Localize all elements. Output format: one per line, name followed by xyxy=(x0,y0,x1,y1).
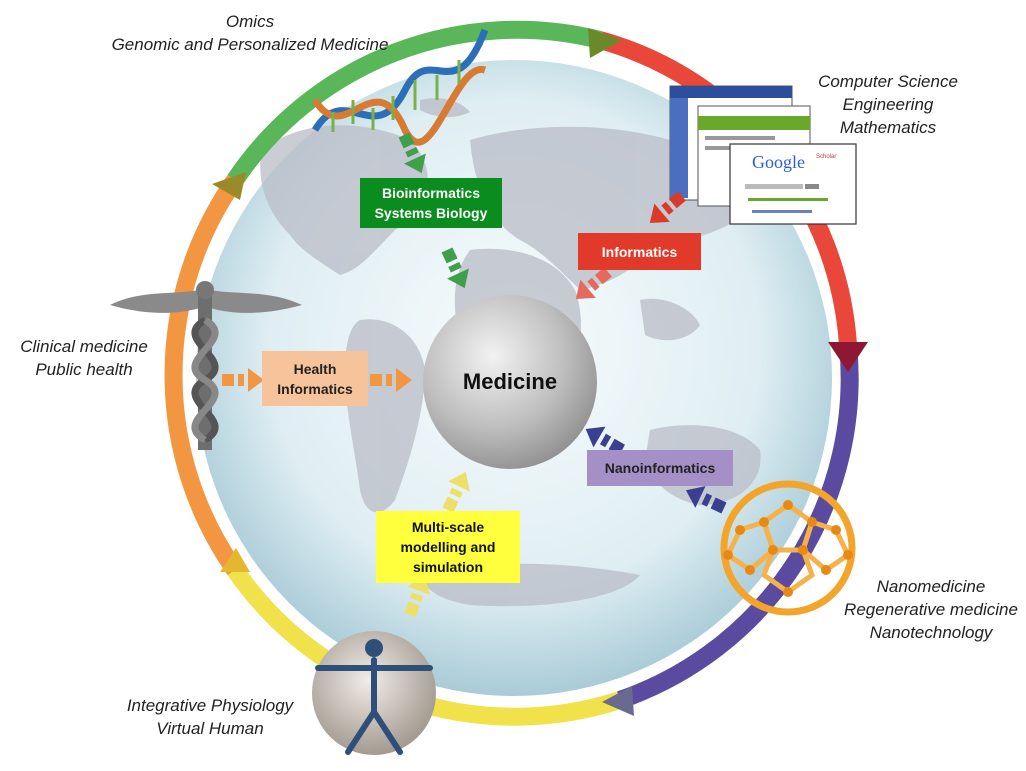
ring-segment-green xyxy=(227,20,603,186)
domain-label-physio-line-2: Virtual Human xyxy=(156,719,264,738)
search-engine-screenshots-icon: Google Scholar xyxy=(669,85,857,225)
virtual-human-icon xyxy=(312,631,436,755)
box-multiscale: Multi-scale modelling and simulation xyxy=(376,511,520,583)
domain-label-cs-line-2: Engineering xyxy=(842,95,934,114)
arrow-bio-to-medicine xyxy=(441,247,469,289)
box-informatics: Informatics xyxy=(578,233,701,270)
domain-label-nano-line-2: Regenerative medicine xyxy=(844,600,1018,619)
arrow-clinical-to-health xyxy=(222,368,264,392)
domain-label-physio: Integrative Physiology Virtual Human xyxy=(112,694,308,740)
flow-arrows xyxy=(222,132,727,618)
domain-label-clinical-line-2: Public health xyxy=(35,360,133,379)
ring-arrow-red xyxy=(828,342,868,372)
domain-label-cs-line-3: Mathematics xyxy=(839,118,937,137)
fullerene-molecule-icon xyxy=(720,480,856,616)
domain-label-omics-line-2: Genomic and Personalized Medicine xyxy=(111,35,389,54)
domain-label-clinical: Clinical medicine Public health xyxy=(4,335,164,381)
ring-arrow-green xyxy=(588,28,622,58)
domain-label-omics: Omics Genomic and Personalized Medicine xyxy=(90,10,410,56)
ring-arrow-orange xyxy=(212,172,246,200)
domain-label-omics-line-1: Omics xyxy=(225,12,275,31)
domain-label-clinical-line-1: Clinical medicine xyxy=(20,337,148,356)
ring-arrow-yellow xyxy=(220,548,250,572)
domain-label-cs: Computer Science Engineering Mathematics xyxy=(808,70,968,139)
domain-label-cs-line-1: Computer Science xyxy=(818,72,958,91)
box-bioinformatics: Bioinformatics Systems Biology xyxy=(360,178,502,228)
box-nanoinformatics: Nanoinformatics xyxy=(587,450,733,486)
arrow-informatics-to-medicine xyxy=(575,267,612,299)
arrow-multiscale-to-medicine xyxy=(442,471,470,513)
domain-label-nano-line-1: Nanomedicine xyxy=(876,577,986,596)
medicine-sphere xyxy=(423,295,597,469)
scholar-label: Scholar xyxy=(816,154,836,160)
domain-label-nano: Nanomedicine Regenerative medicine Nanot… xyxy=(836,575,1026,644)
domain-label-physio-line-1: Integrative Physiology xyxy=(126,696,294,715)
ring-segment-purple xyxy=(617,344,859,709)
caduceus-icon xyxy=(110,281,302,450)
domain-label-nano-line-3: Nanotechnology xyxy=(869,623,993,642)
arrow-omics-to-bio xyxy=(398,132,426,174)
google-logo: Google xyxy=(752,152,805,172)
box-health-informatics: Health Informatics xyxy=(262,351,368,406)
arrow-health-to-medicine xyxy=(370,368,412,392)
ring-arrows xyxy=(212,28,868,716)
ring-arrow-purple xyxy=(602,686,634,716)
medicine-label: Medicine xyxy=(462,369,558,394)
arrow-cs-to-informatics xyxy=(649,191,686,223)
dna-helix-icon xyxy=(312,28,489,146)
arrow-nano-to-nanoinformatics xyxy=(685,486,727,514)
ring-segment-orange xyxy=(164,174,243,576)
